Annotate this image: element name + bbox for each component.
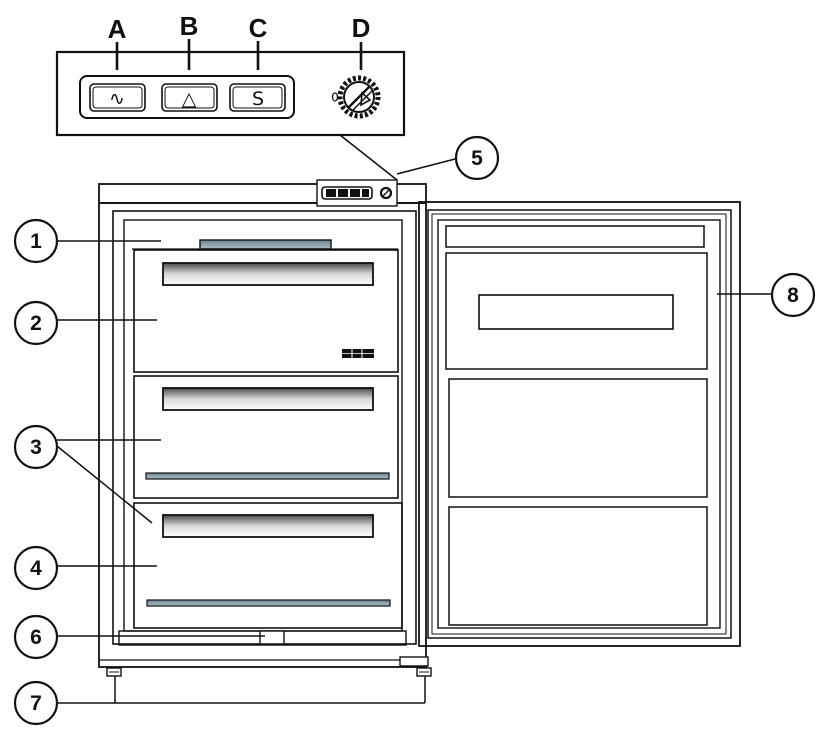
drawer-1[interactable] bbox=[133, 249, 399, 373]
callout-1: 1 bbox=[13, 218, 59, 264]
button-c-symbol: S bbox=[252, 88, 264, 110]
label-d: D bbox=[352, 13, 371, 43]
drawer-2-handle bbox=[162, 387, 374, 411]
svg-text:5: 5 bbox=[471, 147, 483, 170]
button-c-frame[interactable] bbox=[229, 83, 286, 112]
svg-text:3: 3 bbox=[30, 436, 42, 459]
label-a: A bbox=[108, 14, 127, 44]
thermostat-knob-d[interactable] bbox=[337, 75, 381, 119]
svg-text:2: 2 bbox=[30, 312, 42, 335]
door-label-plate bbox=[478, 294, 674, 330]
drawer-1-handle bbox=[162, 262, 374, 286]
door-section-1 bbox=[445, 252, 708, 370]
svg-text:7: 7 bbox=[30, 692, 42, 715]
drawer-1-display bbox=[342, 349, 374, 358]
button-b-inner bbox=[164, 86, 215, 109]
drawer-3-handle bbox=[162, 514, 374, 538]
drawer-2-rail bbox=[145, 472, 390, 480]
door-section-3 bbox=[448, 506, 708, 626]
door-gasket-outer bbox=[427, 209, 732, 639]
svg-text:1: 1 bbox=[30, 230, 42, 253]
callout-8: 8 bbox=[770, 272, 816, 318]
callout-3: 3 bbox=[13, 424, 59, 470]
hinge-block bbox=[399, 656, 429, 667]
freezer-cabinet bbox=[98, 179, 432, 677]
door-section-2 bbox=[448, 378, 708, 498]
button-a-inner bbox=[92, 86, 143, 109]
callout-5: 5 bbox=[454, 135, 500, 181]
button-a-frame[interactable] bbox=[89, 83, 146, 112]
freezer-door bbox=[418, 201, 741, 647]
door-top-strip bbox=[445, 225, 705, 248]
button-strip bbox=[79, 75, 295, 119]
ice-tray-bar bbox=[199, 239, 332, 250]
foot-right bbox=[416, 667, 432, 677]
label-c: C bbox=[249, 13, 268, 43]
knob-indicator-mark bbox=[331, 92, 339, 102]
door-outer bbox=[418, 201, 741, 647]
zoom-line bbox=[339, 134, 398, 181]
callout-2: 2 bbox=[13, 300, 59, 346]
svg-text:6: 6 bbox=[30, 626, 42, 649]
callout-4: 4 bbox=[13, 545, 59, 591]
drawer-3-rail bbox=[146, 599, 391, 607]
drawer-3[interactable] bbox=[133, 502, 403, 629]
cabinet-body bbox=[98, 202, 427, 668]
callout-6: 6 bbox=[13, 614, 59, 660]
foot-left bbox=[106, 667, 122, 677]
button-b-symbol: △ bbox=[182, 88, 197, 110]
callout-7: 7 bbox=[13, 680, 59, 726]
button-c-inner bbox=[232, 86, 283, 109]
control-panel-detail: ∿ △ S A B C D bbox=[55, 11, 406, 181]
label-b: B bbox=[180, 11, 199, 41]
door-gasket-inner bbox=[431, 213, 727, 635]
button-a-symbol: ∿ bbox=[109, 88, 125, 110]
svg-text:8: 8 bbox=[787, 284, 799, 307]
control-panel-small bbox=[316, 179, 398, 207]
svg-text:4: 4 bbox=[30, 557, 42, 580]
drawer-2[interactable] bbox=[133, 375, 399, 499]
door-inner-panel bbox=[437, 219, 721, 629]
control-panel-frame bbox=[55, 50, 406, 137]
kick-plate-clip bbox=[259, 630, 285, 645]
leader-lines bbox=[56, 158, 772, 704]
button-b-frame[interactable] bbox=[161, 83, 218, 112]
